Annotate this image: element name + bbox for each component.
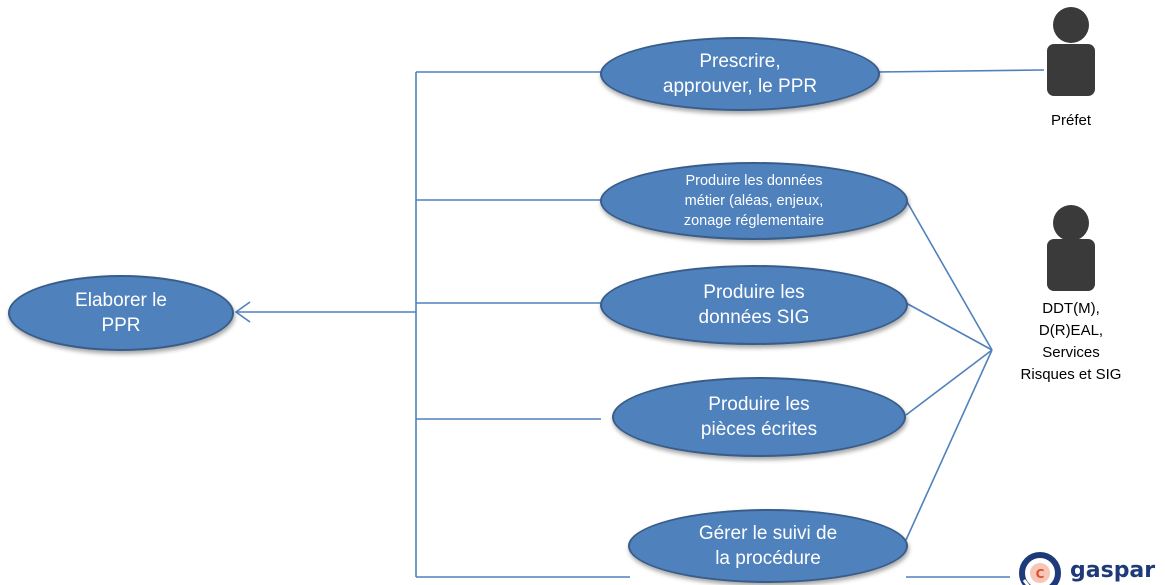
use-case-pieces-ecrites[interactable]: Produire les pièces écrites [612, 377, 906, 457]
assoc-services-3 [905, 349, 993, 416]
services-actor-icon [1047, 205, 1095, 291]
services-label-line3: Services [1042, 344, 1100, 361]
use-case-elaborer[interactable]: Elaborer le PPR [8, 275, 234, 351]
use-case-prescrire[interactable]: Prescrire, approuver, le PPR [600, 37, 880, 111]
use-case-prescrire-line1: Prescrire, [699, 51, 781, 72]
arrow-head [234, 301, 251, 323]
use-case-suivi[interactable]: Gérer le suivi de la procédure [628, 509, 908, 583]
services-label: DDT(M), D(R)EAL, Services Risques et SIG [1011, 298, 1131, 386]
gaspar-logo-text: gaspar [1070, 558, 1156, 583]
use-case-suivi-line1: Gérer le suivi de [698, 523, 838, 544]
services-label-line1: DDT(M), [1042, 300, 1100, 317]
use-case-donnees-metier[interactable]: Produire les données métier (aléas, enje… [600, 162, 908, 240]
services-label-line4: Risques et SIG [1020, 366, 1122, 383]
use-case-sig-line2: données SIG [698, 307, 810, 328]
prefet-actor-icon [1047, 7, 1095, 96]
assoc-services-2 [905, 302, 993, 351]
services-label-line2: D(R)EAL, [1038, 322, 1104, 339]
assoc-services-1 [905, 199, 993, 351]
use-case-metier-line1: Produire les données [685, 173, 823, 189]
assoc-prefet [877, 69, 1045, 73]
use-case-metier-line2: métier (aléas, enjeux, [684, 193, 824, 209]
prefet-label: Préfet [1050, 112, 1092, 129]
use-case-metier-line3: zonage réglementaire [683, 213, 825, 229]
svg-text:C: C [1036, 567, 1045, 581]
use-case-elaborer-line2: PPR [101, 315, 141, 336]
use-case-pieces-line1: Produire les [708, 394, 810, 415]
assoc-services-4 [905, 349, 993, 541]
use-case-donnees-sig[interactable]: Produire les données SIG [600, 265, 908, 345]
use-case-prescrire-line2: approuver, le PPR [662, 76, 818, 97]
gaspar-logo-icon: C [1019, 552, 1061, 585]
use-case-suivi-line2: la procédure [715, 548, 821, 569]
use-case-sig-line1: Produire les [703, 282, 805, 303]
use-case-pieces-line2: pièces écrites [700, 419, 818, 440]
use-case-elaborer-line1: Elaborer le [75, 290, 167, 311]
